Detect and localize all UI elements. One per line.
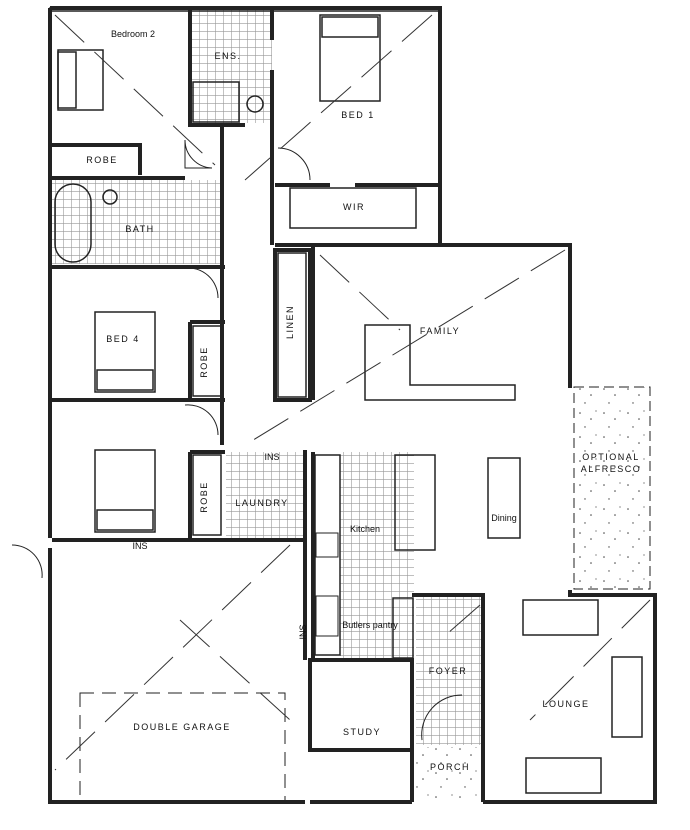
- bed1-bed-icon: [319, 14, 381, 102]
- bathtub-icon: [54, 183, 92, 263]
- room-label-family: FAMILY: [420, 326, 460, 336]
- room-label-study: STUDY: [343, 727, 381, 737]
- room-label-laundry: LAUNDRY: [235, 498, 288, 508]
- room-label-alfresco-1: OPTIONAL: [582, 452, 640, 462]
- room-label-ensuite: ENS.: [214, 51, 241, 61]
- pantry-bench: [392, 597, 414, 659]
- room-label-robe-bed2: ROBE: [86, 155, 118, 165]
- bath-toilet-icon: [102, 189, 118, 205]
- bed3-bed-icon: [94, 449, 156, 533]
- room-label-wir: WIR: [343, 202, 365, 212]
- exterior-walls: [48, 6, 657, 804]
- robe-bed3-unit: [192, 454, 222, 536]
- room-label-foyer: FOYER: [429, 666, 468, 676]
- bed4-bed-icon: [94, 311, 156, 393]
- ins-label-side: INS: [298, 624, 308, 639]
- sink-icon: [315, 595, 339, 637]
- room-label-robe-bed4: ROBE: [199, 346, 209, 378]
- room-label-bed4: BED 4: [106, 334, 140, 344]
- room-label-robe-bed3: ROBE: [199, 481, 209, 513]
- room-label-bath: BATH: [125, 224, 154, 234]
- room-label-alfresco-2: ALFRESCO: [581, 464, 642, 474]
- room-label-garage: DOUBLE GARAGE: [133, 722, 231, 732]
- room-label-bed1: BED 1: [341, 110, 375, 120]
- linen-unit: [277, 252, 307, 398]
- shower-icon: [192, 81, 240, 123]
- top-window-strip: [49, 7, 441, 12]
- alfresco-area: [573, 386, 651, 590]
- family-sofa-icon: [364, 324, 516, 401]
- ins-label-laundry: INS: [264, 452, 279, 462]
- room-label-linen: LINEN: [285, 305, 295, 339]
- bath-tiles: [52, 180, 224, 264]
- garage-car-outline: [79, 692, 286, 804]
- ensuite-tiles: [192, 10, 272, 123]
- laundry-tiles: [226, 452, 304, 538]
- room-label-bedroom2: Bedroom 2: [111, 29, 155, 39]
- doors: [11, 139, 463, 741]
- bed2-bed-icon: [57, 49, 104, 111]
- toilet-icon: [246, 95, 264, 113]
- wir-shelf: [289, 187, 417, 229]
- lounge-sofa-icon: [522, 599, 643, 794]
- kitchen-island: [394, 454, 436, 551]
- foyer-tiles: [416, 597, 482, 745]
- interior-walls: [52, 10, 485, 802]
- cooktop-icon: [315, 532, 339, 558]
- room-label-butlers-pantry: Butlers pantry: [342, 620, 398, 630]
- ins-label-garage: INS: [132, 541, 147, 551]
- room-label-porch: PORCH: [430, 762, 470, 772]
- porch-area: [416, 747, 482, 799]
- room-label-dining: Dining: [491, 513, 517, 523]
- kitchen-bench: [314, 454, 341, 656]
- room-label-lounge: LOUNGE: [542, 699, 589, 709]
- room-label-kitchen: Kitchen: [350, 524, 380, 534]
- dining-table-icon: [487, 457, 521, 539]
- ceiling-diagonals: [54, 14, 651, 771]
- robe-bed4-unit: [192, 325, 222, 397]
- kitchen-tiles: [340, 452, 414, 658]
